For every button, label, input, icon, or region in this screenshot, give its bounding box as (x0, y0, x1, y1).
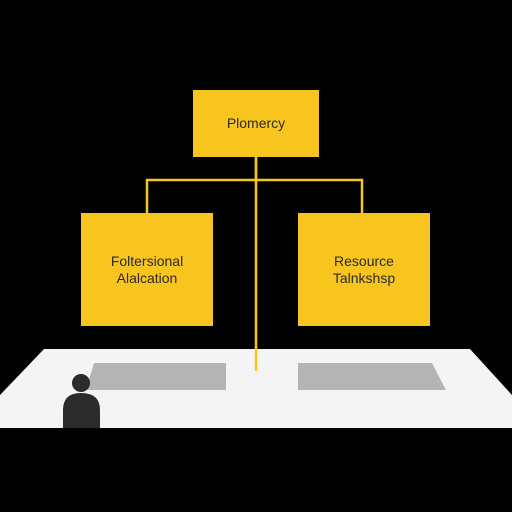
node-top-label: Plomercy (226, 115, 286, 131)
edge-top-to-right (256, 178, 364, 213)
node-box-left (81, 213, 213, 326)
node-box-right (298, 213, 430, 326)
floor-panel-left (86, 363, 226, 390)
node-box-top (193, 90, 319, 157)
connectors (145, 157, 364, 371)
node-right-label: Resource Talnkshsp (332, 252, 396, 286)
node-left: Foltersional Alalcation (81, 213, 213, 326)
node-right: Resource Talnkshsp (298, 213, 430, 326)
person-icon (63, 374, 100, 428)
floor-panel-right (298, 363, 446, 390)
edge-top-to-left (145, 157, 258, 213)
node-top: Plomercy (193, 90, 319, 157)
node-left-label: Foltersional Alalcation (110, 252, 184, 286)
